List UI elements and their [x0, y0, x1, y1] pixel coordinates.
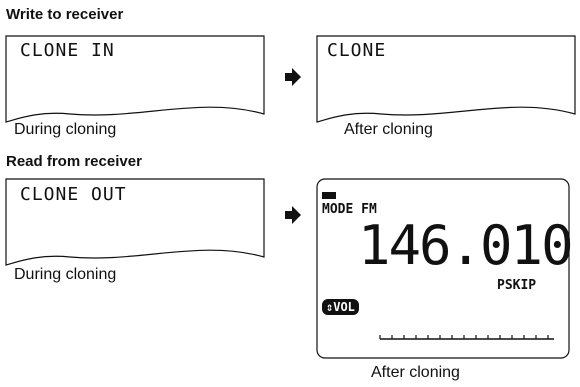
read-arrow-icon [285, 206, 301, 224]
lcd-pskip-indicator: PSKIP [497, 278, 537, 293]
write-during-lcd-text: CLONE IN [20, 40, 115, 61]
read-during-lcd-frame [5, 178, 265, 266]
read-after-lcd-frame [316, 178, 570, 359]
write-after-lcd-text: CLONE [327, 40, 387, 61]
write-during-lcd-frame [5, 35, 265, 123]
write-arrow-icon [285, 68, 301, 86]
signal-ticks [379, 335, 549, 339]
read-during-caption: During cloning [14, 266, 117, 283]
read-section-heading: Read from receiver [6, 153, 142, 170]
lcd-mode-label: MODE FM [322, 202, 377, 217]
write-after-caption: After cloning [344, 121, 433, 138]
write-after-lcd-frame [316, 35, 576, 123]
battery-icon [322, 192, 336, 199]
read-during-lcd-text: CLONE OUT [20, 184, 127, 205]
read-after-caption: After cloning [371, 364, 460, 381]
write-during-caption: During cloning [14, 121, 117, 138]
lcd-frequency: 146.010 [358, 214, 574, 277]
write-section-heading: Write to receiver [6, 6, 124, 23]
lcd-vol-indicator: ⇕VOL [322, 299, 359, 315]
